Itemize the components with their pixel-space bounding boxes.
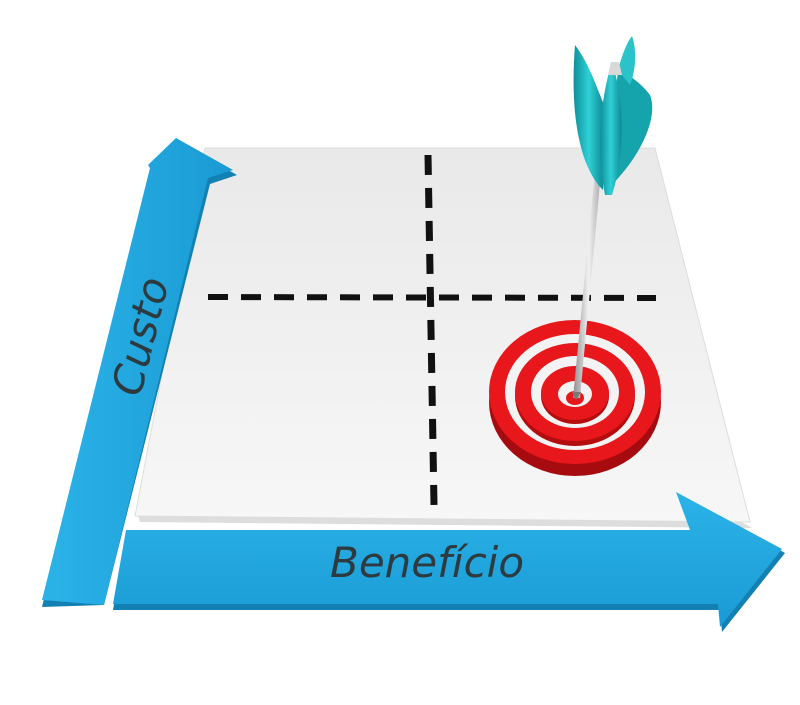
quadrant-board <box>134 147 751 523</box>
dart-arrow-icon <box>572 36 653 400</box>
x-axis-arrow <box>113 492 785 632</box>
y-axis-arrow <box>42 138 237 607</box>
horizontal-divider <box>207 294 657 301</box>
vertical-divider <box>424 154 438 506</box>
x-axis-label: Benefício <box>330 538 524 587</box>
